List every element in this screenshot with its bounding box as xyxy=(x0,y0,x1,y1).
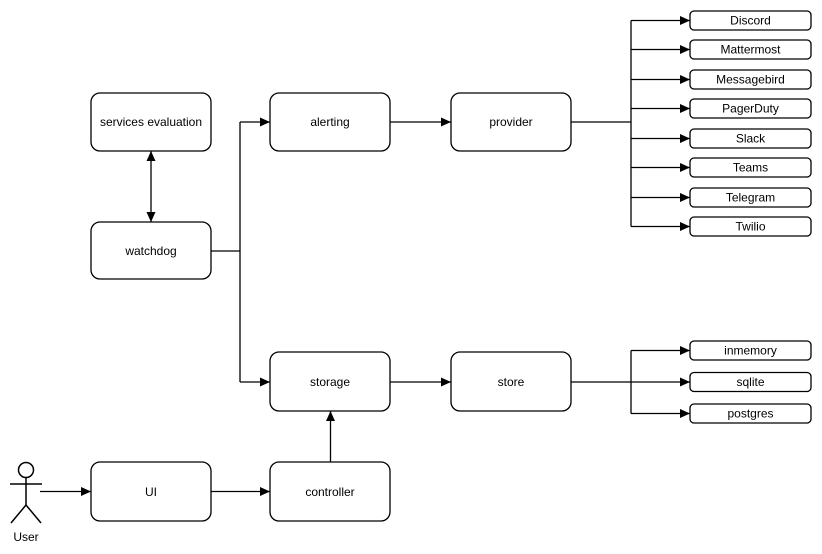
edges-layer xyxy=(40,16,690,496)
node-provider-label: provider xyxy=(489,115,532,129)
provider-target-twilio-label: Twilio xyxy=(735,220,765,234)
node-ui-label: UI xyxy=(145,485,157,499)
node-ui-box xyxy=(90,461,212,522)
store-target-inmemory-box xyxy=(689,340,812,361)
provider-target-mattermost-label: Mattermost xyxy=(720,43,781,57)
node-ui: UI xyxy=(90,461,212,522)
node-storage-box xyxy=(269,351,391,412)
provider-target-teams-box xyxy=(689,157,812,178)
provider-target-discord-box xyxy=(689,10,812,31)
store-target-sqlite: sqlite xyxy=(689,371,812,393)
store-target-postgres-box xyxy=(689,403,812,424)
actor-user-label: User xyxy=(13,530,38,544)
actor-user-right-leg-icon xyxy=(25,504,42,524)
provider-target-twilio: Twilio xyxy=(689,216,812,237)
node-watchdog: watchdog xyxy=(90,221,212,280)
node-services-evaluation-box xyxy=(90,92,212,152)
provider-target-telegram-box xyxy=(689,187,812,208)
node-store: store xyxy=(450,351,572,412)
provider-target-teams: Teams xyxy=(689,157,812,178)
provider-target-teams-label: Teams xyxy=(733,161,768,175)
node-watchdog-label: watchdog xyxy=(124,244,176,258)
node-store-label: store xyxy=(498,375,525,389)
node-services-evaluation-label: services evaluation xyxy=(100,115,202,129)
node-alerting: alerting xyxy=(269,92,391,152)
provider-target-pagerduty: PagerDuty xyxy=(689,98,812,119)
node-provider-box xyxy=(450,92,572,152)
node-controller: controller xyxy=(269,461,391,522)
node-alerting-label: alerting xyxy=(310,115,349,129)
store-target-inmemory: inmemory xyxy=(689,340,812,361)
store-target-postgres-label: postgres xyxy=(727,407,773,421)
node-store-box xyxy=(450,351,572,412)
provider-target-pagerduty-box xyxy=(689,98,812,119)
store-target-sqlite-box xyxy=(689,371,812,393)
provider-target-slack: Slack xyxy=(689,128,812,149)
provider-target-slack-box xyxy=(689,128,812,149)
actor-user-head-icon xyxy=(17,461,35,479)
provider-target-telegram-label: Telegram xyxy=(726,191,775,205)
provider-target-mattermost: Mattermost xyxy=(689,39,812,60)
node-watchdog-box xyxy=(90,221,212,280)
store-target-inmemory-label: inmemory xyxy=(724,344,777,358)
provider-target-discord-label: Discord xyxy=(730,14,771,28)
node-storage: storage xyxy=(269,351,391,412)
node-provider: provider xyxy=(450,92,572,152)
provider-target-messagebird-label: Messagebird xyxy=(716,73,785,87)
provider-target-telegram: Telegram xyxy=(689,187,812,208)
provider-target-pagerduty-label: PagerDuty xyxy=(722,102,779,116)
provider-target-discord: Discord xyxy=(689,10,812,31)
actor-user: User xyxy=(10,461,42,544)
store-target-postgres: postgres xyxy=(689,403,812,424)
store-target-sqlite-label: sqlite xyxy=(736,375,764,389)
node-controller-label: controller xyxy=(305,485,354,499)
provider-target-messagebird-box xyxy=(689,69,812,90)
provider-target-mattermost-box xyxy=(689,39,812,60)
provider-target-slack-label: Slack xyxy=(736,132,766,146)
provider-target-twilio-box xyxy=(689,216,812,237)
node-alerting-box xyxy=(269,92,391,152)
actor-user-left-leg-icon xyxy=(10,504,27,524)
node-storage-label: storage xyxy=(310,375,350,389)
node-controller-box xyxy=(269,461,391,522)
node-services-evaluation: services evaluation xyxy=(90,92,212,152)
provider-target-messagebird: Messagebird xyxy=(689,69,812,90)
